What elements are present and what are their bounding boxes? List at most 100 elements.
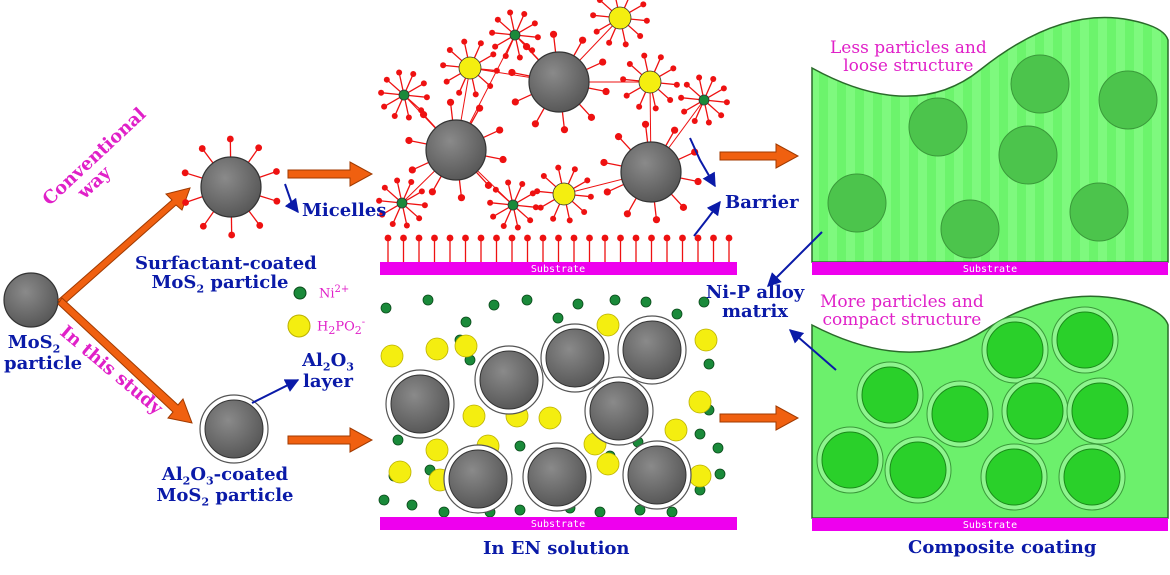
barrier-label: Barrier [725,194,799,213]
surfactant-head [534,188,540,194]
less-line2: loose structure [843,56,973,76]
surfactant-line1: Surfactant-coated [135,253,317,274]
surfactant-head [567,217,573,223]
surfactant-head [458,194,465,201]
embedded-particle [1057,312,1113,368]
mos2-particle-icon [4,273,58,327]
ni-ion [522,295,532,305]
mos2-particle [621,142,681,202]
surfactant-head [456,90,462,96]
surfactant-head [515,224,521,230]
surfactant-head [396,70,402,76]
al-coated-al: Al [162,464,183,485]
surfactant-head [684,82,690,88]
brush-head [416,235,423,242]
surfactant-head [636,104,642,110]
ni-ion [610,295,620,305]
surfactant-head [653,216,660,223]
embedded-particle [822,432,878,488]
h2po2-ion [689,391,711,413]
embedded-particle [890,442,946,498]
al-coated-particle: particle [209,485,293,506]
brush-head [726,235,733,242]
surfactant-head [718,112,724,118]
surfactant-head [561,126,568,133]
surfactant-mos: MoS [152,272,197,293]
surfactant-head [503,53,509,59]
surfactant-head [532,20,538,26]
surfactant-head [409,166,416,173]
surfactant-head [381,104,387,110]
surfactant-head [667,97,673,103]
layer-text: layer [303,371,353,392]
surfactant-head [495,17,501,23]
surfactant-head [424,94,430,100]
surfactant-head [527,217,533,223]
surfactant-head [637,33,643,39]
more-particles-label: More particles and compact structure [820,294,984,330]
mos2-core [449,450,507,508]
brush-head [586,235,593,242]
surfactant-head [538,205,544,211]
surfactant-head [228,232,235,239]
h2po2-ion [381,345,403,367]
surfactant-head [394,178,400,184]
surfactant-head [517,54,523,60]
surfactant-head [588,114,595,121]
surfactant-head [653,105,659,111]
surfactant-tail [614,0,617,7]
surfactant-head [382,185,388,191]
brush-head [617,235,624,242]
al-coated-mos: MoS [157,485,202,506]
h2po2-ion [597,314,619,336]
surfactant-head [541,173,547,179]
ni-ion [672,309,682,319]
surfactant-head [255,144,262,151]
surfactant-head [392,113,398,119]
surfactant-head [422,202,428,208]
surfactant-head [604,188,611,195]
mos2-core [528,448,586,506]
surfactant-head [410,71,416,77]
surfactant-head [505,180,511,186]
h2po2-ion-icon [288,315,310,337]
al2o3-layer-label: Al2O3 layer [296,352,360,392]
ni-ion [381,303,391,313]
surfactant-head [579,37,586,44]
surfactant-head [627,61,633,67]
surfactant-head [642,121,649,128]
brush-head [493,235,500,242]
micelles-label: Micelles [302,202,386,221]
h2po2-ion [665,419,687,441]
surfactant-head [199,145,206,152]
surfactant-sub: 2 [196,282,204,295]
mos2-text: MoS [8,332,53,353]
brush-head [710,235,717,242]
surfactant-head [721,85,727,91]
surfactant-head [478,40,484,46]
more-line2: compact structure [822,310,981,330]
brush-head [695,235,702,242]
surfactant-head [624,93,630,99]
brush-head [385,235,392,242]
particle-text: particle [4,353,82,374]
al2o3-layer-pointer [252,380,298,403]
surfactant-head [490,51,496,57]
surfactant-head [555,165,561,171]
mos2-core [623,321,681,379]
surfactant-head [550,31,557,38]
ni-ion [573,299,583,309]
embedded-particle [941,200,999,258]
h2po2-charge: - [362,317,365,328]
al-coated-mos-sub: 2 [201,496,209,509]
embedded-particle [1064,449,1120,505]
embedded-particle [862,367,918,423]
mos2-core [628,446,686,504]
surfactant-head [600,159,607,166]
ni-charge: 2+ [335,284,350,295]
ni-ion [641,297,651,307]
surfactant-head [256,222,263,229]
ni-ion [515,441,525,451]
mos2-particle [201,157,261,217]
surfactant-head [710,76,716,82]
